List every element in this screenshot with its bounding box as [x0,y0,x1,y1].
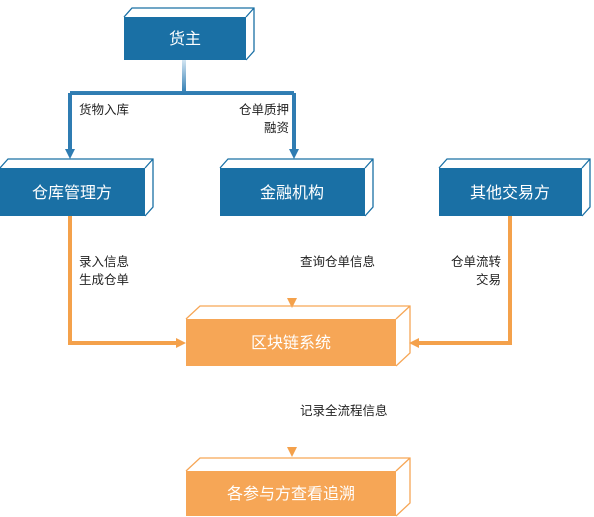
node-other-traders-label: 其他交易方 [470,183,550,202]
node-blockchain-label: 区块链系统 [251,333,331,352]
connector-traders-to-chain [409,215,512,348]
edge-label-pledge-financing: 仓单质押 融资 [238,102,289,135]
connector-warehouse-to-chain [68,215,186,348]
node-cargo-owner-label: 货主 [169,29,201,48]
node-other-traders: 其他交易方 [438,158,591,217]
node-all-parties: 各参与方查看追溯 [185,457,411,517]
node-financial-institution-label: 金融机构 [260,183,324,202]
edge-label-record-generate: 录入信息 生成仓单 [79,254,130,287]
edge-label-full-record: 记录全流程信息 [300,403,388,418]
node-financial-institution: 金融机构 [219,158,374,217]
connector-owner-split [65,60,299,159]
node-blockchain: 区块链系统 [185,305,411,367]
edge-label-warehousing: 货物入库 [79,102,130,117]
node-cargo-owner: 货主 [123,7,255,61]
node-warehouse-manager: 仓库管理方 [0,158,154,217]
node-warehouse-manager-label: 仓库管理方 [32,183,112,202]
edge-label-transfer-trade: 仓单流转 交易 [450,254,501,287]
edge-label-query: 查询仓单信息 [300,254,376,269]
node-all-parties-label: 各参与方查看追溯 [227,484,355,503]
